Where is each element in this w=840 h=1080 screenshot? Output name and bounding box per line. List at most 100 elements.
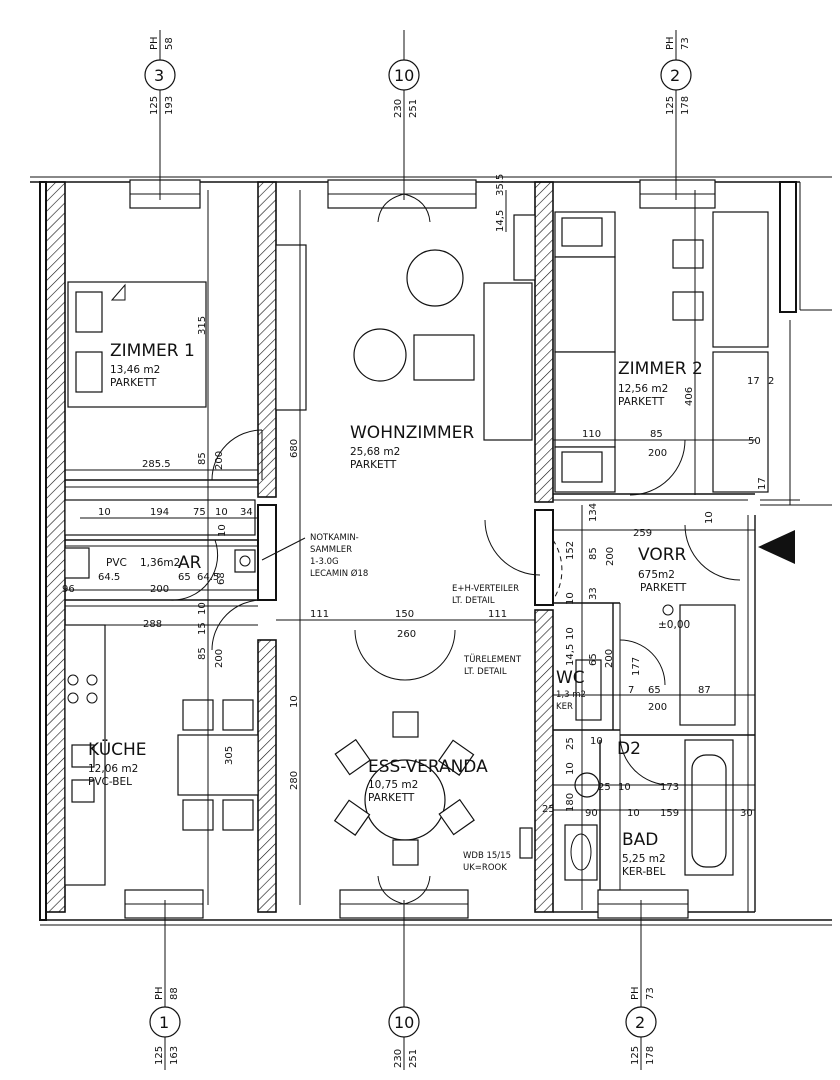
room-name-wohnzimmer: WOHNZIMMER (350, 423, 474, 443)
dimension-label: 10 (618, 782, 631, 793)
dimension-label: 25 (598, 782, 611, 793)
dimension-label: 17 (747, 376, 760, 387)
dimension-label: 200 (214, 451, 225, 470)
room-area-ar: 1,36m2 (140, 557, 180, 569)
room-area-ess: 10,75 m2 (368, 779, 418, 791)
dimension-label: 159 (660, 808, 679, 819)
doors (169, 429, 741, 786)
outer-walls (30, 176, 832, 926)
interior-walls (65, 181, 755, 913)
dimension-label: 64.5 (197, 572, 219, 583)
dimension-label: 33 (588, 587, 599, 600)
windows (124, 179, 716, 919)
dimension-label: 134 (588, 503, 599, 522)
dimension-texts: 315 285.5 85 200 680 10 194 75 10 34 10 … (62, 174, 774, 819)
room-floor-vorr: PARKETT (640, 582, 687, 594)
dimension-label: 110 (582, 429, 601, 440)
dimension-label: 259 (633, 528, 652, 539)
dimension-label: 200 (648, 448, 667, 459)
dimension-label: 17 (757, 477, 768, 490)
dimension-label: 10 (704, 511, 715, 524)
dimension-label: 200 (648, 702, 667, 713)
dimension-label: PH (149, 36, 160, 50)
dimension-label: 15 (197, 622, 208, 635)
dimension-label: 75 (193, 507, 206, 518)
dimension-label: 288 (143, 619, 162, 630)
dimension-label: 305 (224, 746, 235, 765)
note-notkamin-1: NOTKAMIN- (310, 533, 359, 543)
entrance-arrow-icon (758, 530, 795, 564)
dimension-label: 178 (680, 96, 691, 115)
dimension-label: 65 (178, 572, 191, 583)
dimension-label: 10 (217, 524, 228, 537)
note-wdb-2: UK=ROOK (463, 863, 507, 873)
room-area-zimmer1: 13,46 m2 (110, 364, 160, 376)
room-area-zimmer2: 12,56 m2 (618, 383, 668, 395)
dimension-label: 14,5 (495, 210, 506, 232)
note-notkamin-2: SAMMLER (310, 545, 352, 555)
dimension-label: 10 (565, 592, 576, 605)
dimension-label: 10 (394, 1013, 414, 1032)
room-name-bad: BAD (622, 830, 658, 850)
room-name-ar: AR (178, 553, 202, 573)
room-area-wohnzimmer: 25,68 m2 (350, 446, 400, 458)
dimension-label: 150 (395, 609, 414, 620)
dimension-label: 30 (740, 808, 753, 819)
dimension-label: 10 (98, 507, 111, 518)
dimension-label: 193 (164, 96, 175, 115)
dimension-label: 2 (635, 1013, 645, 1032)
dimension-label: 25 (565, 737, 576, 750)
dimension-label: 90 (585, 808, 598, 819)
window-marker-bottom-left: 1 PH 88 125 163 (149, 900, 181, 1070)
dimension-label: 125 (665, 96, 676, 115)
room-floor-zimmer2: PARKETT (618, 396, 665, 408)
dimension-label: 34 (240, 507, 253, 518)
dimension-label: 251 (408, 1049, 419, 1068)
dimension-label: 680 (289, 439, 300, 458)
room-floor-bad: KER-BEL (622, 866, 666, 878)
room-area-bad: 5,25 m2 (622, 853, 666, 865)
note-tuerelement-1: TÜRELEMENT (463, 654, 522, 665)
left-outer-wall (44, 181, 66, 913)
window-marker-bottom-right: 2 PH 73 125 178 (625, 900, 657, 1070)
room-floor-ess: PARKETT (368, 792, 415, 804)
dimension-label: 68 (216, 572, 227, 585)
dimension-label: 194 (150, 507, 169, 518)
dimension-label: 111 (488, 609, 507, 620)
note-tuerelement-2: LT. DETAIL (464, 667, 507, 677)
dimension-label: 285.5 (142, 459, 171, 470)
dimension-label: 178 (645, 1046, 656, 1065)
room-labels: ZIMMER 1 13,46 m2 PARKETT ZIMMER 2 12,56… (88, 341, 703, 878)
dimension-label: 2 (670, 66, 680, 85)
room-name-ess: ESS-VERANDA (368, 757, 488, 777)
dimension-label: 96 (62, 584, 75, 595)
dimension-label: 64.5 (98, 572, 120, 583)
room-name-wc: WC (556, 668, 585, 688)
dimension-label: 73 (645, 987, 656, 1000)
dimension-label: 251 (408, 99, 419, 118)
note-wdb-1: WDB 15/15 (463, 851, 511, 861)
dimension-label: 10 (590, 736, 603, 747)
room-floor-wc: KER (556, 702, 573, 712)
dimension-label: 3 (154, 66, 164, 85)
room-name-zimmer1: ZIMMER 1 (110, 341, 195, 361)
dimension-label: 35,5 (495, 174, 506, 196)
dimension-label: 200 (150, 584, 169, 595)
dimension-label: 125 (149, 96, 160, 115)
dimension-label: 65 (588, 653, 599, 666)
dimension-label: 50 (748, 436, 761, 447)
dimension-label: 10 (394, 66, 414, 85)
note-verteiler-2: LT. DETAIL (452, 596, 495, 606)
window-marker-top-right: 2 PH 73 125 178 (660, 30, 692, 200)
dimension-label: 111 (310, 609, 329, 620)
dimension-label: 85 (588, 547, 599, 560)
dimension-label: 163 (169, 1046, 180, 1065)
dimension-label: 10 (627, 808, 640, 819)
dimension-label: 14,5 (565, 644, 576, 666)
dimension-label: 406 (684, 387, 695, 406)
room-name-d2: D2 (617, 739, 641, 759)
dimension-label: PH (665, 36, 676, 50)
furniture (64, 211, 769, 886)
dimension-label: 88 (169, 987, 180, 1000)
room-name-vorr: VORR (638, 545, 687, 565)
